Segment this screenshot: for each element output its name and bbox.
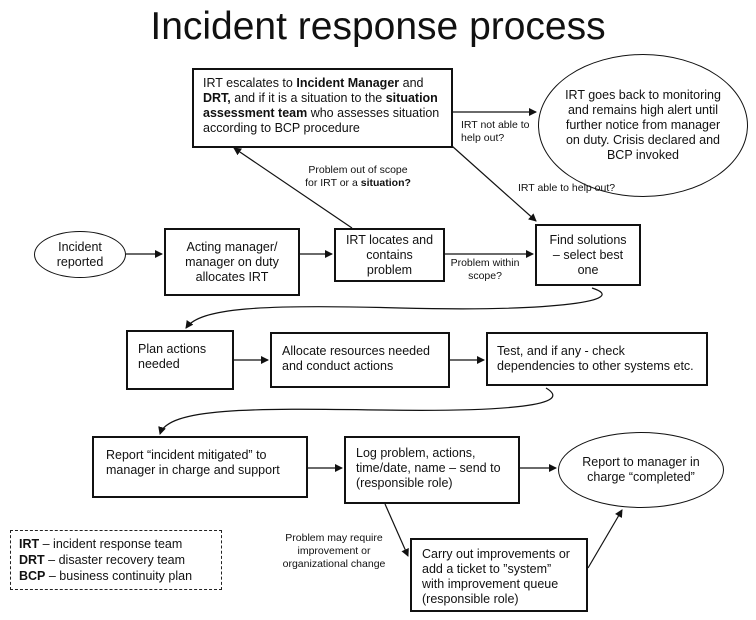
legend-item-drt: DRT – disaster recovery team [19, 553, 186, 567]
node-escalate: IRT escalates to Incident Manager and DR… [192, 68, 453, 148]
edge-locates-to-escalate [233, 147, 353, 229]
edge-log-to-carryout [384, 503, 409, 557]
node-plan-actions: Plan actions needed [126, 330, 234, 390]
label-within-scope: Problem within scope? [450, 257, 520, 282]
legend-item-irt: IRT – incident response team [19, 537, 183, 551]
edge-solutions-to-plan [185, 287, 603, 329]
edge-carryout-to-completed [587, 509, 623, 569]
node-report-completed: Report to manager in charge “completed” [558, 432, 724, 508]
node-incident-reported: Incident reported [34, 231, 126, 278]
node-acting-manager: Acting manager/ manager on duty allocate… [164, 228, 300, 296]
node-irt-locates: IRT locates and contains problem [334, 228, 445, 282]
diagram-title: Incident response process [150, 5, 606, 48]
legend: IRT – incident response team DRT – disas… [10, 530, 222, 590]
node-back-to-monitoring: IRT goes back to monitoring and remains … [538, 54, 748, 197]
node-report-mitigated: Report “incident mitigated” to manager i… [92, 436, 308, 498]
node-allocate-resources: Allocate resources needed and conduct ac… [270, 332, 450, 388]
edge-test-to-report [158, 387, 554, 435]
label-able: IRT able to help out? [518, 182, 616, 194]
legend-item-bcp: BCP – business continuity plan [19, 569, 193, 583]
label-not-able: IRT not able to help out? [461, 119, 530, 144]
label-out-of-scope: Problem out of scope for IRT or a situat… [305, 164, 411, 189]
node-log-problem: Log problem, actions, time/date, name – … [344, 436, 520, 504]
node-test: Test, and if any - check dependencies to… [486, 332, 708, 386]
label-may-require: Problem may require improvement or organ… [282, 532, 386, 570]
node-carry-out: Carry out improvements or add a ticket t… [410, 538, 588, 612]
edge-escalate-to-solutions [451, 145, 537, 222]
node-find-solutions: Find solutions – select best one [535, 224, 641, 286]
